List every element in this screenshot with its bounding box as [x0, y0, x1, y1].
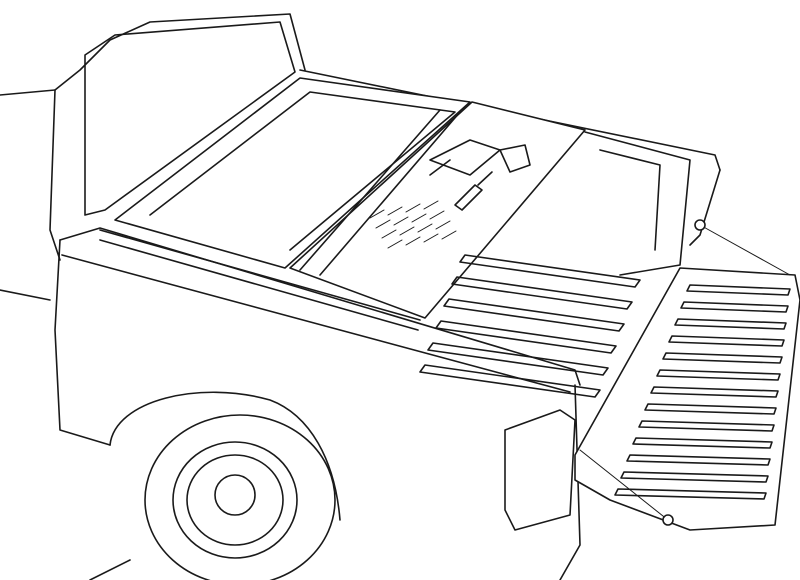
tailgate-rib: [614, 488, 767, 500]
bed-rib: [443, 298, 625, 332]
bed-rib: [435, 320, 617, 354]
bed-rib: [419, 364, 601, 398]
cover-panel-2: [289, 101, 586, 319]
tailgate-cable: [699, 224, 791, 276]
bolt: [375, 219, 391, 229]
bolt: [423, 200, 439, 210]
tailgate-rib: [686, 284, 791, 296]
bolt: [387, 239, 403, 249]
tailgate: [574, 219, 800, 531]
bolt: [423, 233, 439, 243]
bolt: [405, 203, 421, 213]
bolt: [405, 236, 421, 246]
tailgate-rib: [620, 471, 769, 483]
tailgate-rib: [632, 437, 773, 449]
tailgate-rib: [668, 335, 785, 347]
rear-wheel: [89, 391, 341, 580]
tailgate-cable: [579, 449, 669, 521]
tailgate-rib: [680, 301, 789, 313]
tailgate-rib: [656, 369, 781, 381]
truck-cab: [0, 13, 306, 301]
bed-rib: [451, 276, 633, 310]
bolt: [411, 213, 427, 223]
bolt: [441, 230, 457, 240]
bolt: [381, 229, 397, 239]
tailgate-rib: [638, 420, 775, 432]
tailgate-rib: [674, 318, 787, 330]
tailgate-rib: [644, 403, 777, 415]
tailgate-rib: [662, 352, 783, 364]
screwdriver-icon: [454, 184, 483, 211]
installation-hardware: [369, 139, 531, 249]
bolt: [369, 209, 385, 219]
bolt: [435, 220, 451, 230]
bolt: [399, 226, 415, 236]
tail-light: [504, 409, 576, 531]
cover-panel-1: [114, 77, 471, 269]
bolt: [393, 216, 409, 226]
bolts: [369, 200, 457, 249]
tailgate-rib: [650, 386, 779, 398]
bolt: [387, 206, 403, 216]
bolt: [417, 223, 433, 233]
tailgate-rib: [626, 454, 771, 466]
bed-rib: [459, 254, 641, 288]
tonneau-cover: [99, 77, 586, 331]
bolt: [429, 210, 445, 220]
bed-rib: [427, 342, 609, 376]
bed-floor: [419, 131, 691, 398]
